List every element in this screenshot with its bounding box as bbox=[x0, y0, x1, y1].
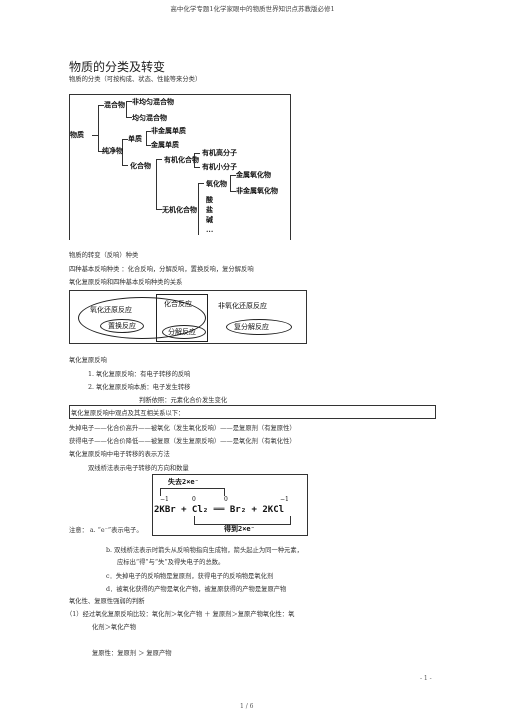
tree-inorganic: 无机化合物 bbox=[162, 205, 197, 214]
concept-box bbox=[69, 405, 436, 419]
venn-redox-ellipse bbox=[78, 297, 206, 339]
four-basic-types: 四种基本反响种类 ：化合反响，分解反响，置换反响，复分解反响 bbox=[69, 266, 254, 273]
redox-relation: 氧化复原反响和四种基本反响种类的关系 bbox=[69, 279, 183, 286]
bridge-lose-label: 失去2×e⁻ bbox=[168, 478, 199, 486]
strength-1-line-1: （1）经过氧化复原反响比较：氧化剂＞氧化产物 ＋ 复原剂＞复原产物氧化性：氧 bbox=[66, 611, 295, 618]
transfer-representation: 氧化复原反响中电子转移的表示方法 bbox=[69, 451, 170, 458]
tree-other-1: 盐 bbox=[206, 205, 213, 214]
strength-2: 复原性：复原剂 ＞ 复原产物 bbox=[92, 650, 172, 657]
note-b-line-1: b. 双线桥法表示时箭头从反响物指向生成物，箭头起止为同一种元素， bbox=[106, 547, 303, 554]
concept-line: 氧化复原反响中观点及其互相关系以下： bbox=[71, 410, 185, 417]
venn-non-redox-label: 非氧化还原反应 bbox=[218, 302, 267, 310]
tree-other-2: 碱 bbox=[206, 215, 213, 224]
tree-simple-child-0: 非金属单质 bbox=[151, 126, 186, 135]
ox-state-0: −1 bbox=[160, 496, 169, 503]
tree-organic-child-1: 有机小分子 bbox=[202, 162, 237, 171]
ox-state-3: −1 bbox=[280, 496, 289, 503]
venn-diagram: 氧化还原反应 化合反应 非氧化还原反应 置换反应 分解反应 复分解反应 bbox=[69, 290, 307, 344]
venn-redox-label: 氧化还原反应 bbox=[90, 306, 132, 314]
venn-rectangle bbox=[156, 294, 208, 342]
note-b-line-2: 应标出“得”与“失”及得失电子的总数。 bbox=[117, 559, 225, 566]
bridge-equation: 2KBr + Cl₂ ══ Br₂ + 2KCl bbox=[154, 505, 285, 515]
tree-mixture-child-0: 非均匀混合物 bbox=[132, 97, 174, 106]
redox-item-1: 1. 氧化复原反响：有电子转移的反响 bbox=[88, 371, 191, 378]
gain-electron-line: 获得电子——化合价降低——被复原（发生复原反响）——是氧化剂（有氧化性） bbox=[69, 438, 296, 445]
venn-displacement-label: 置换反应 bbox=[108, 322, 136, 330]
double-bridge-diagram: 失去2×e⁻ −1 0 0 −1 2KBr + Cl₂ ══ Br₂ + 2KC… bbox=[150, 474, 310, 536]
tree-other-3: ... bbox=[206, 225, 214, 234]
tree-oxide-child-0: 金属氧化物 bbox=[236, 170, 271, 179]
venn-decomposition-label: 分解反应 bbox=[168, 328, 196, 336]
classification-subtitle: 物质的分类（可按构成、状态、性能等来分类） bbox=[69, 76, 202, 83]
tree-oxide-child-1: 非金属氧化物 bbox=[236, 186, 278, 195]
tree-mixture-child-1: 均匀混合物 bbox=[132, 113, 167, 122]
ox-state-1: 0 bbox=[192, 496, 196, 503]
redox-heading: 氧化复原反响 bbox=[69, 357, 107, 364]
tree-organic-child-0: 有机高分子 bbox=[202, 148, 237, 157]
page-number: - 1 - bbox=[420, 675, 432, 682]
page-header: 高中化学专题1化学家眼中的物质世界知识点苏教版必修1 bbox=[170, 5, 335, 13]
reaction-type-title: 物质的转变（反响）种类 bbox=[69, 252, 139, 259]
tree-oxide: 氧化物 bbox=[206, 179, 227, 188]
tree-compound: 化合物 bbox=[130, 161, 151, 170]
section-title: 物质的分类及转变 bbox=[69, 60, 166, 74]
tree-organic: 有机化合物 bbox=[164, 155, 199, 164]
bridge-gain-label: 得到2×e⁻ bbox=[224, 525, 255, 533]
tree-pure: 纯净物 bbox=[102, 146, 123, 155]
tree-simple: 单质 bbox=[128, 134, 142, 143]
redox-item-2: 2. 氧化复原反响本质：电子发生转移 bbox=[88, 384, 191, 391]
judge-basis: 判断依照：元素化合价发生变化 bbox=[139, 397, 228, 404]
tree-root: 物质 bbox=[70, 130, 84, 139]
double-bridge-method: 双线桥法表示电子转移的方向和数量 bbox=[88, 465, 189, 472]
strength-heading: 氧化性、复原性强弱的判断 bbox=[69, 598, 145, 605]
note-d: d．被氧化获得的产物是氧化产物，被复原获得的产物是复原产物 bbox=[106, 586, 287, 593]
strength-1-line-2: 化剂＞氧化产物 bbox=[92, 624, 137, 631]
lose-electron-line: 失掉电子——化合价高升——被氧化（发生氧化反响）——是复原剂（有复原性） bbox=[69, 425, 296, 432]
note-c: c．失掉电子的反响物是复原剂，获得电子的反响物是氧化剂 bbox=[106, 573, 274, 580]
tree-other-0: 酸 bbox=[206, 195, 213, 204]
venn-double-decomp-label: 复分解反应 bbox=[234, 323, 269, 331]
tree-simple-child-1: 金属单质 bbox=[151, 140, 179, 149]
note-a: 注意： a. “e⁻”表示电子。 bbox=[69, 527, 143, 534]
tree-mixture: 混合物 bbox=[104, 100, 125, 109]
classification-tree-diagram: 物质 混合物 非均匀混合物 均匀混合物 纯净物 单质 非金属单质 金属单质 化合… bbox=[69, 94, 291, 240]
venn-combination-label: 化合反应 bbox=[164, 300, 192, 308]
ox-state-2: 0 bbox=[224, 496, 228, 503]
page-total: 1 / 6 bbox=[240, 703, 254, 710]
